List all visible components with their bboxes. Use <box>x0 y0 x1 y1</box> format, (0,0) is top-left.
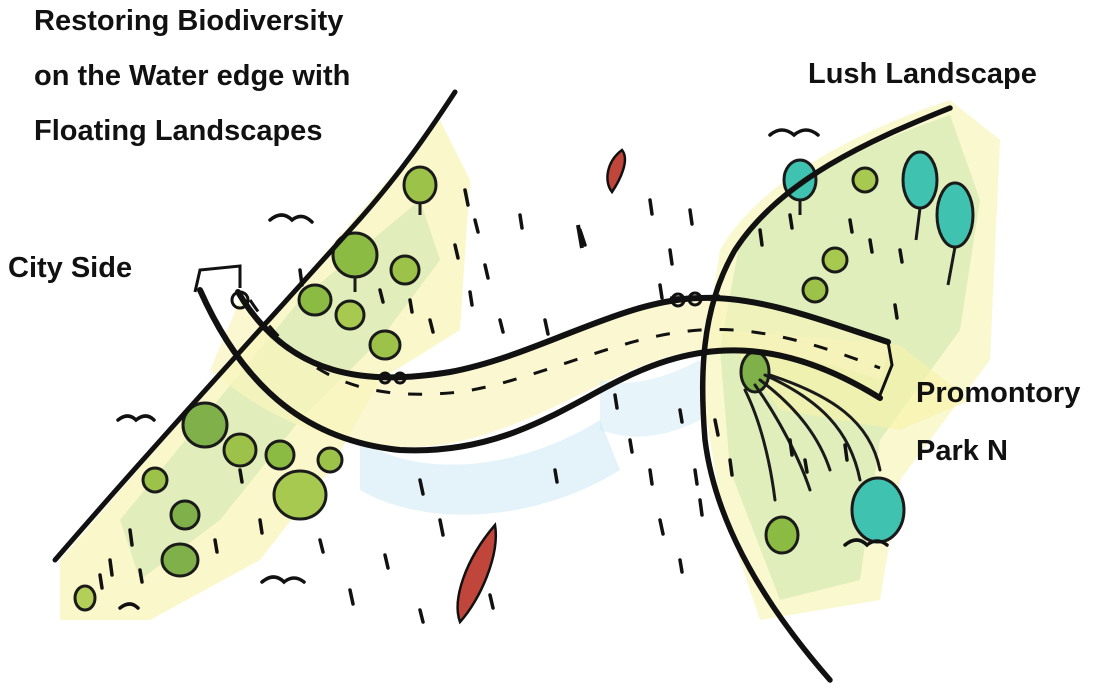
boat-icon <box>578 225 582 248</box>
city-side-label: City Side <box>8 241 132 296</box>
tree-icon <box>266 441 294 469</box>
tree-icon <box>853 168 877 192</box>
tree-icon <box>766 517 798 553</box>
tree-icon <box>75 586 95 610</box>
tree-icon <box>318 448 342 472</box>
title-line-2: on the Water edge with <box>34 49 350 104</box>
title-line-1: Restoring Biodiversity <box>34 0 350 49</box>
tree-icon <box>391 256 419 284</box>
tree-icon <box>852 478 904 542</box>
tree-icon <box>224 434 256 466</box>
tree-icon <box>299 285 331 315</box>
tree-icon <box>162 544 198 576</box>
tree-icon <box>171 501 199 529</box>
bird-icon <box>270 215 312 222</box>
promontory-line-1: Promontory <box>916 364 1080 422</box>
bird-icon <box>770 130 818 135</box>
tree-icon <box>803 278 827 302</box>
lush-landscape-label: Lush Landscape <box>808 47 1037 102</box>
title-line-3: Floating Landscapes <box>34 104 350 159</box>
promontory-park-label: Promontory Park N <box>916 364 1080 480</box>
boat-icon <box>458 525 496 622</box>
tree-icon <box>274 471 326 519</box>
tree-icon <box>143 468 167 492</box>
bird-icon <box>118 416 154 420</box>
bird-icon <box>262 577 304 582</box>
boat-icon <box>607 150 625 192</box>
tree-icon <box>336 301 364 329</box>
tree-icon <box>370 331 400 359</box>
promontory-line-2: Park N <box>916 422 1080 480</box>
tree-icon <box>823 248 847 272</box>
sketch-title: Restoring Biodiversity on the Water edge… <box>34 0 350 159</box>
